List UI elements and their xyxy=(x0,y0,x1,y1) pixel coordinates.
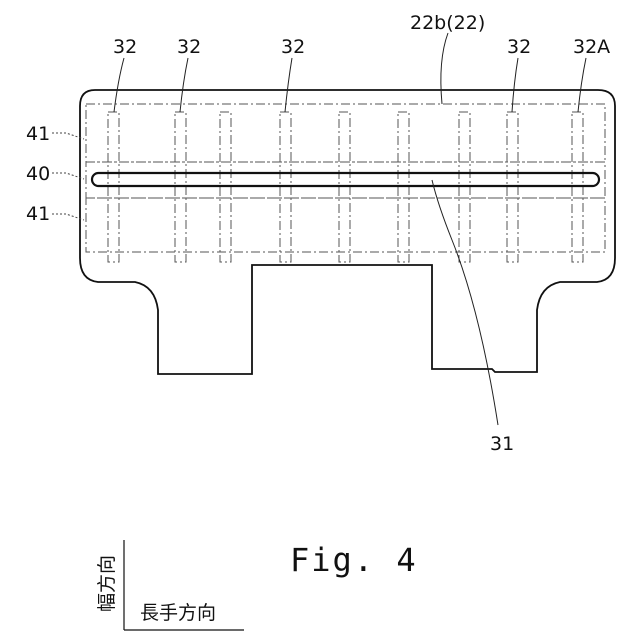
label-32: 32 xyxy=(507,36,531,58)
length-direction-label: 長手方向 xyxy=(140,602,216,624)
slot-31 xyxy=(92,173,599,186)
leader-31 xyxy=(432,180,498,425)
label-32: 32 xyxy=(281,36,305,58)
label-40: 40 xyxy=(26,163,50,185)
label-22b: 22b(22) xyxy=(410,12,485,34)
label-41-upper: 41 xyxy=(26,123,50,145)
region-40 xyxy=(86,162,605,198)
label-41-lower: 41 xyxy=(26,203,50,225)
label-32: 32 xyxy=(177,36,201,58)
label-31: 31 xyxy=(490,433,514,455)
region-41-lower xyxy=(86,198,605,252)
label-32: 32 xyxy=(113,36,137,58)
leader-22b xyxy=(441,33,448,104)
plate-outline xyxy=(80,90,615,374)
width-direction-label: 幅方向 xyxy=(96,555,118,612)
region-41-upper xyxy=(86,104,605,162)
figure-title: Fig. 4 xyxy=(290,541,418,579)
label-32A: 32A xyxy=(573,36,610,58)
